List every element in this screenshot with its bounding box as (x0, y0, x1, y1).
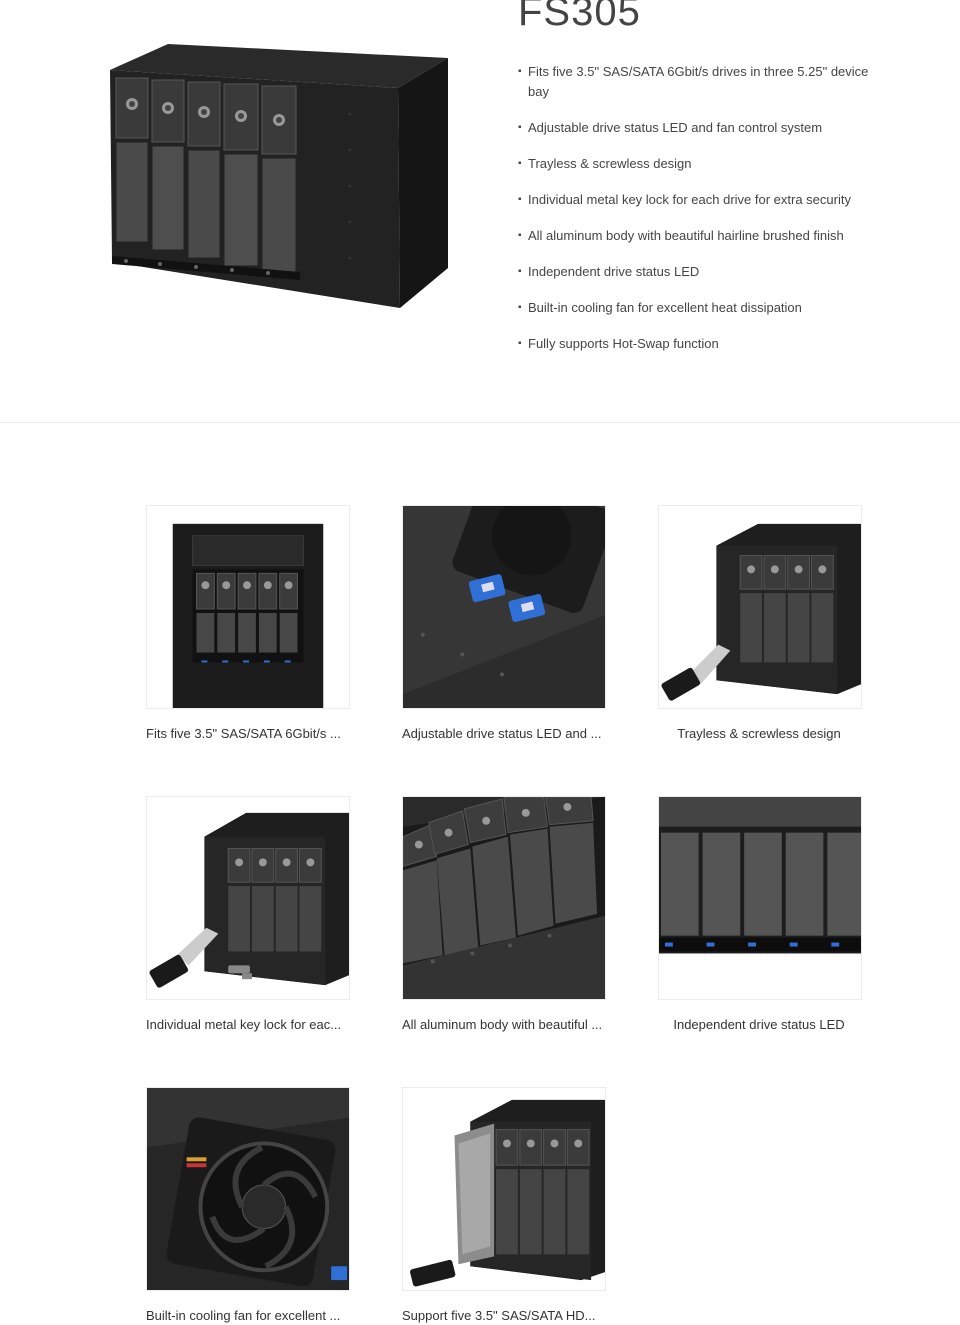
gallery-tile-hdd-install[interactable] (402, 1087, 606, 1291)
gallery-caption[interactable]: Trayless & screwless design (677, 726, 841, 741)
gallery-tile-cooling-fan[interactable] (146, 1087, 350, 1291)
gallery-tile-status-led[interactable] (658, 796, 862, 1000)
gallery-caption[interactable]: Support five 3.5" SAS/SATA HD... (402, 1308, 596, 1323)
feature-item: All aluminum body with beautiful hairlin… (518, 226, 878, 246)
feature-item: Fits five 3.5" SAS/SATA 6Gbit/s drives i… (518, 62, 878, 102)
feature-item: Trayless & screwless design (518, 154, 878, 174)
feature-list: Fits five 3.5" SAS/SATA 6Gbit/s drives i… (518, 62, 878, 370)
section-divider (0, 422, 960, 423)
gallery-caption[interactable]: Built-in cooling fan for excellent ... (146, 1308, 341, 1323)
gallery-caption[interactable]: Independent drive status LED (673, 1017, 845, 1032)
feature-item: Independent drive status LED (518, 262, 878, 282)
gallery-caption[interactable]: Fits five 3.5" SAS/SATA 6Gbit/s ... (146, 726, 341, 741)
product-hero-image (108, 40, 450, 310)
gallery-caption[interactable]: Adjustable drive status LED and ... (402, 726, 602, 741)
gallery-tile-aluminum-body[interactable] (402, 796, 606, 1000)
gallery-caption[interactable]: Individual metal key lock for eac... (146, 1017, 342, 1032)
feature-item: Individual metal key lock for each drive… (518, 190, 878, 210)
gallery-caption[interactable]: All aluminum body with beautiful ... (402, 1017, 603, 1032)
feature-item: Built-in cooling fan for excellent heat … (518, 298, 878, 318)
gallery-tile-front-view[interactable] (146, 505, 350, 709)
gallery-tile-led-switch[interactable] (402, 505, 606, 709)
feature-item: Fully supports Hot-Swap function (518, 334, 878, 354)
product-title: FS305 (518, 0, 641, 34)
feature-item: Adjustable drive status LED and fan cont… (518, 118, 878, 138)
gallery-tile-key-lock[interactable] (146, 796, 350, 1000)
gallery-tile-trayless[interactable] (658, 505, 862, 709)
